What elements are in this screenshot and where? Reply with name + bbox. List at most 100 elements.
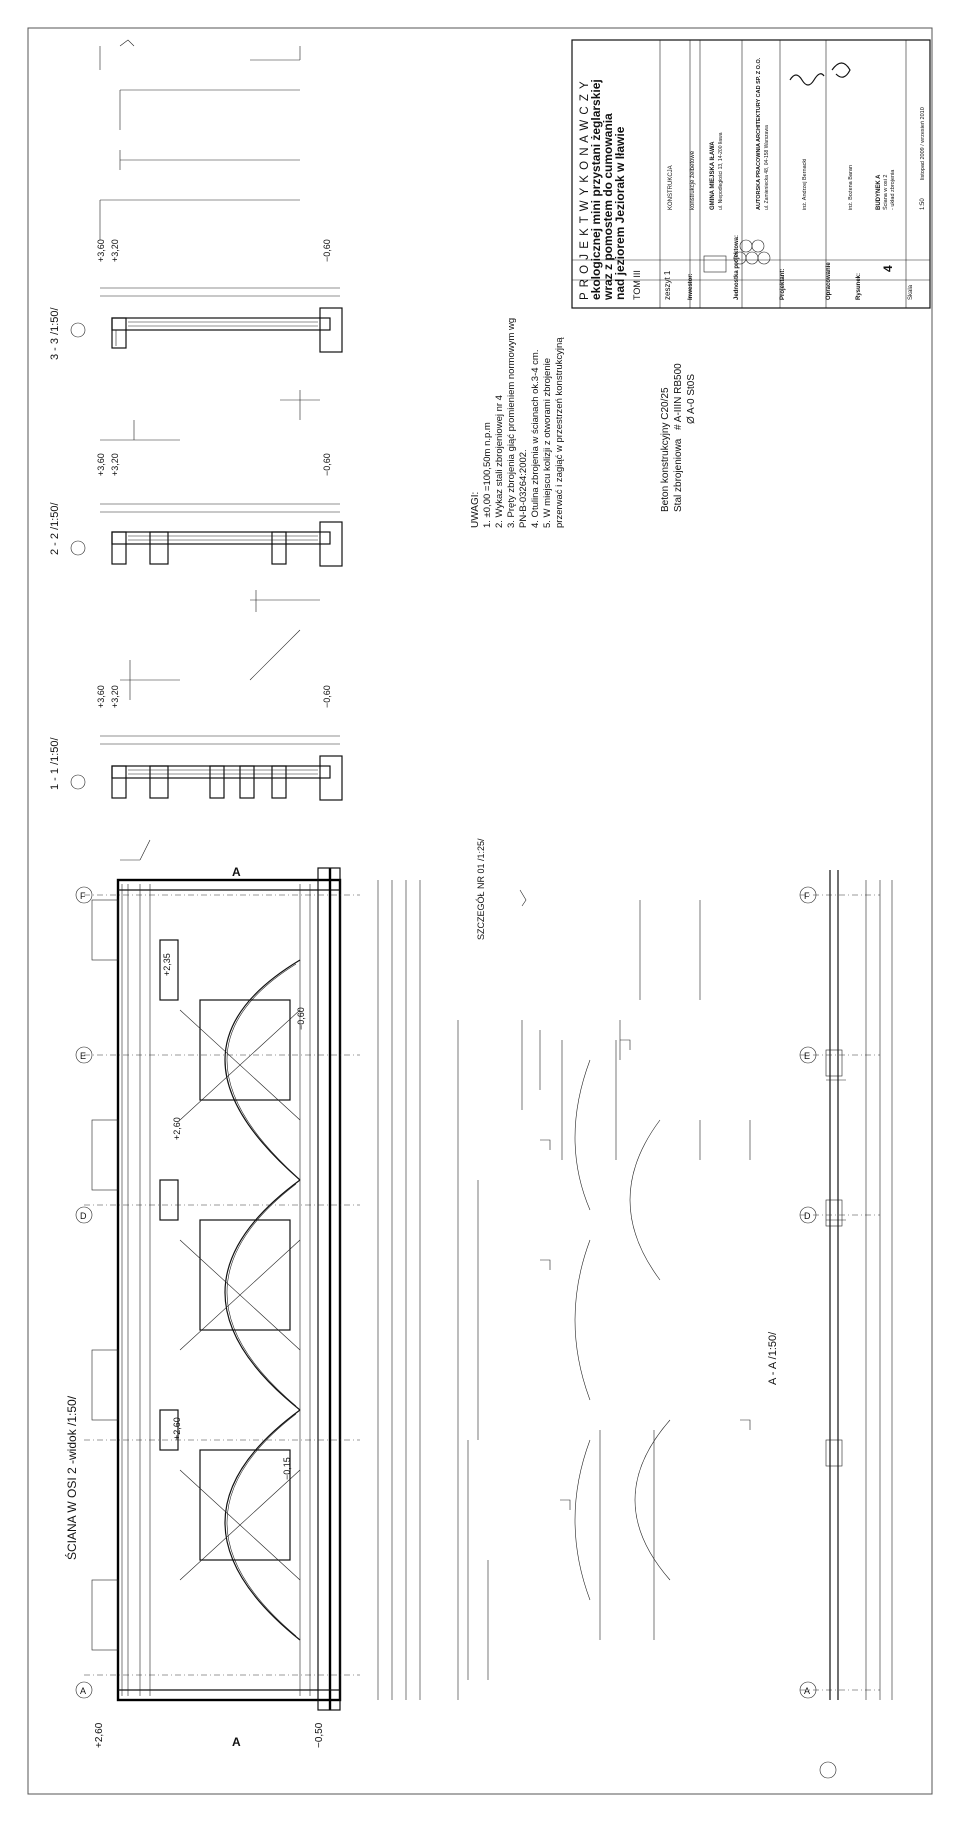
wall-level-260-c: +2,60	[94, 1722, 105, 1748]
note-3b: PN-B-03264:2002.	[518, 449, 529, 528]
wall-level-m050: −0,50	[314, 1722, 325, 1748]
section-a-a: A - A /1:50/ F E D A	[767, 870, 893, 1779]
s11-level-360: +3,60	[96, 685, 106, 708]
note-1: 1. ±0,00 =100,50m n.p.m	[482, 422, 493, 528]
title-block: P R O J E K T W Y K O N A W C Z Y ekolog…	[571, 39, 931, 309]
date-value: listopad 2009 / wrzesień 2010	[920, 107, 926, 180]
drawing-name: BUDYNEK A	[876, 174, 882, 210]
section-3-3: 3 - 3 /1:50/ +3,60 +3,20 −0,60	[49, 39, 343, 360]
drawing-desc-1: Ściana w osi 2	[881, 175, 889, 210]
axis-bubble-e	[75, 1046, 93, 1064]
designer-label: Projektant:	[780, 269, 786, 300]
aa-axis-bubble-d	[799, 1206, 817, 1224]
s22-level-360: +3,60	[96, 453, 106, 476]
s22-level-m060: −0,60	[322, 453, 332, 476]
axis-f-label: F	[80, 891, 86, 901]
company-label: Jednostka projektowa:	[734, 235, 740, 300]
investor-label: Inwestor:	[688, 273, 694, 300]
s22-axis-bubble	[70, 540, 86, 556]
s22-level-320: +3,20	[110, 453, 120, 476]
section-1-1-title: 1 - 1 /1:50/	[49, 736, 61, 790]
cut-A-bottom: A	[232, 1735, 241, 1749]
section-3-3-title: 3 - 3 /1:50/	[49, 306, 61, 360]
wall-level-260-a: +2,60	[172, 1117, 182, 1140]
opening-3	[199, 1449, 291, 1561]
section-a-a-title: A - A /1:50/	[767, 1331, 779, 1385]
signature-1	[789, 73, 825, 86]
aa-axis-d-label: D	[804, 1211, 811, 1221]
note-3: 3. Pręty zbrojenia giąć promieniem normo…	[506, 318, 517, 528]
company-address: ul. Zamieniecka 48, 04-158 Warszawa	[764, 125, 770, 210]
wall-level-260-b: +2,60	[172, 1417, 182, 1440]
project-title-line2: ekologicznej mini przystani żeglarskiej	[589, 79, 603, 300]
company-name: AUTORSKA PRACOWNIA ARCHITEKTURY CAD SP. …	[756, 57, 762, 210]
steel-secondary: Ø A-0 St0S	[686, 374, 697, 424]
section-2-2-title: 2 - 2 /1:50/	[49, 501, 61, 555]
steel-main: # A-IIIN RB500	[673, 363, 684, 430]
notes-title: UWAGI:	[470, 492, 481, 528]
aa-axis-bubble-f	[799, 886, 817, 904]
drawing-label: Rysunek:	[856, 273, 862, 300]
bar-schedule: SZCZEGÓŁ NR 01 /1:25/	[457, 838, 751, 1700]
aa-axis-e-label: E	[804, 1051, 810, 1061]
wall-elevation: ŚCIANA W OSI 2 -widok /1:50/	[64, 865, 421, 1749]
note-2: 2. Wykaz stali zbrojeniowej nr 4	[494, 395, 505, 528]
sheet-frame	[27, 27, 933, 1795]
aa-axis-a-label: A	[804, 1686, 810, 1696]
aa-axis-f-label: F	[804, 891, 810, 901]
concrete-class: Beton konstrukcyjny C20/25	[660, 387, 671, 512]
scale-label: Skala	[908, 284, 914, 300]
notes-block: UWAGI: 1. ±0,00 =100,50m n.p.m 2. Wykaz …	[470, 318, 565, 528]
zeszyt-label: zeszyt 1	[663, 270, 672, 300]
tom-label: TOM III	[632, 270, 642, 300]
tom-value: KONSTRUKCJA	[668, 165, 674, 210]
signature-2	[831, 62, 851, 78]
steel-label: Stal zbrojeniowa	[673, 438, 684, 512]
wall-level-m060: −0,60	[296, 1007, 306, 1030]
axis-e-label: E	[80, 1051, 86, 1061]
axis-bubble-d	[75, 1206, 93, 1224]
s11-level-m060: −0,60	[322, 685, 332, 708]
section-1-1: 1 - 1 /1:50/ +3,60 +3,20 −0,60	[49, 685, 343, 861]
drafter-name: inż. Bożena Baran	[848, 165, 854, 210]
drawing-desc-2: - układ zbrojenia	[890, 169, 896, 210]
zeszyt-value: konstrukcje żelbetowe	[690, 150, 696, 210]
note-5: 5. W miejscu kolizji z otworami zbrojeni…	[542, 358, 553, 528]
s11-level-320: +3,20	[110, 685, 120, 708]
wall-level-m015: −0,15	[282, 1457, 292, 1480]
s11-axis-bubble	[70, 774, 86, 790]
drawing-number: 4	[881, 265, 895, 272]
project-title-line1: P R O J E K T W Y K O N A W C Z Y	[579, 80, 591, 300]
opening-2	[199, 1219, 291, 1331]
investor-name: GMINA MIEJSKA IŁAWA	[710, 141, 716, 210]
s33-level-320: +3,20	[110, 239, 120, 262]
note-4: 4. Otulina zbrojenia w ścianach ok.3-4 c…	[530, 350, 541, 528]
project-title-line3: wraz z pomostem do cumowania	[601, 113, 615, 301]
scale-value: 1:50	[920, 198, 926, 210]
axis-a-label: A	[80, 1686, 86, 1696]
materials-block: Beton konstrukcyjny C20/25 Stal zbrojeni…	[660, 363, 697, 512]
wall-level-235: +2,35	[162, 953, 172, 976]
cut-A-top: A	[232, 865, 241, 879]
aa-axis-bubble-a	[799, 1681, 817, 1699]
axis-bubble-a	[75, 1681, 93, 1699]
s33-level-m060: −0,60	[322, 239, 332, 262]
drafter-label: Opracowanie	[826, 262, 832, 300]
detail-title: SZCZEGÓŁ NR 01 /1:25/	[476, 838, 486, 940]
axis-bubble-f	[75, 886, 93, 904]
wall-title: ŚCIANA W OSI 2 -widok /1:50/	[64, 1395, 79, 1560]
investor-address: ul. Niepodległości 13, 14-200 Iława	[718, 132, 724, 210]
aa-axis-bubble-e	[799, 1046, 817, 1064]
section-2-2: 2 - 2 /1:50/ +3,60 +3,20 −0,60	[49, 390, 343, 700]
note-5b: przerwać i zagiąć w przestrzeń konstrukc…	[554, 337, 565, 528]
s33-axis-bubble	[70, 322, 86, 338]
opening-1	[199, 999, 291, 1101]
axis-d-label: D	[80, 1211, 87, 1221]
aa-axis-bubble-2	[819, 1761, 837, 1779]
wall-axis-bubbles: F E D A	[75, 886, 93, 1699]
designer-name: inż. Andrzej Bernacki	[802, 159, 808, 210]
project-title-line4: nad jeziorem Jeziorak w Iławie	[613, 126, 627, 300]
s33-level-360: +3,60	[96, 239, 106, 262]
